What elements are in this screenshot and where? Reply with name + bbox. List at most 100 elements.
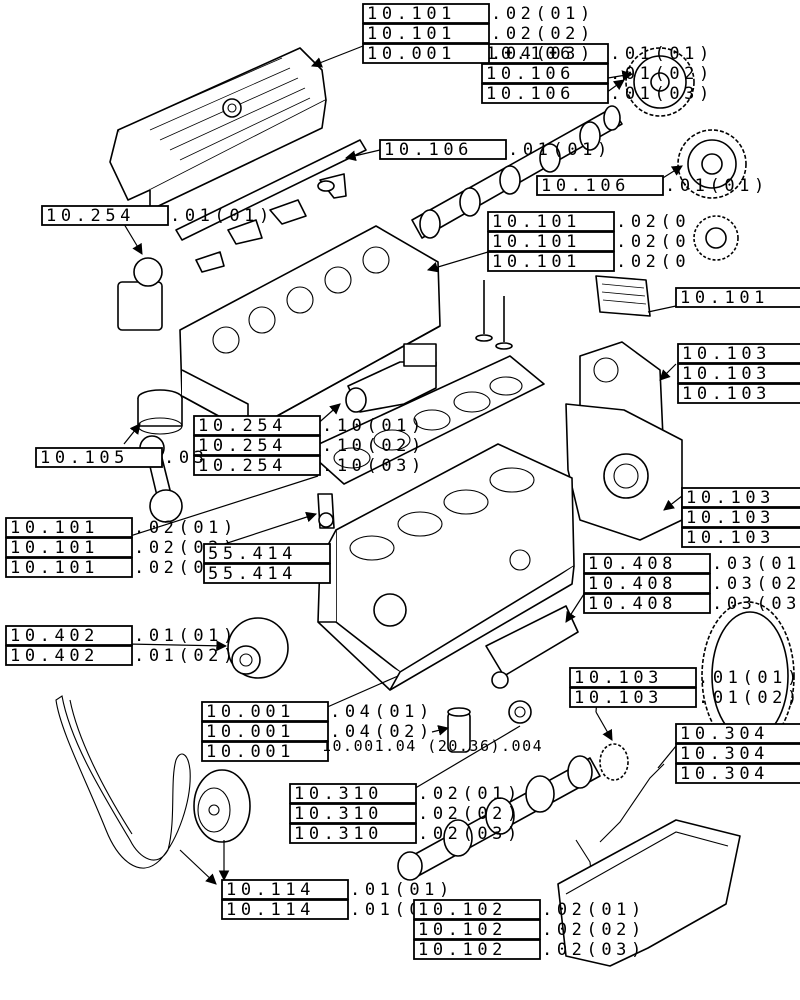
crankshaft [397, 755, 601, 881]
callout-code: 10.101 [680, 288, 769, 308]
callout-suffix: .01(01) [350, 880, 454, 900]
callout-c42: 10.310 .02(01) [289, 783, 522, 804]
callout-c24: 10.101.02(01) [5, 517, 238, 538]
callout-code: 10.101 [492, 232, 581, 252]
idler-gear [677, 129, 747, 199]
callout-c06: 10.106.01(03) [481, 83, 709, 104]
callout-suffix: .02(02) [542, 920, 646, 940]
callout-box [536, 175, 664, 196]
callout-box [362, 23, 490, 44]
cam-gear [625, 47, 695, 117]
callout-box [5, 557, 133, 578]
callout-c22: 10.103. [681, 507, 800, 528]
oil-cooler [485, 605, 579, 689]
callout-code: 10.001 [206, 702, 295, 722]
callout-box [289, 783, 417, 804]
filter-element [595, 275, 651, 317]
callout-box [675, 287, 800, 308]
callout-c45: 10.114.01(01) [221, 879, 454, 900]
callout-box [203, 543, 331, 564]
callout-box [569, 687, 697, 708]
callout-suffix: .04(02) [330, 722, 434, 742]
callout-code: 55.414 [208, 544, 297, 564]
callout-code: 10.103 [574, 668, 663, 688]
callout-suffix: .02(0 [616, 232, 690, 252]
callout-c10: 10.101.02(0 [487, 211, 686, 232]
ring-gear [701, 601, 795, 751]
callout-box [677, 383, 800, 404]
callout-c17: 10.254.10(01) [193, 415, 421, 436]
callout-suffix: .01(02) [610, 64, 714, 84]
callout-c12: 10.101.02(0 [487, 251, 686, 272]
callout-c44: 10.310.02(03) [289, 823, 517, 844]
callout-suffix: .03(03 [712, 594, 800, 614]
callout-box [677, 343, 800, 364]
callout-suffix: .02(01) [134, 518, 238, 538]
callout-box [583, 593, 711, 614]
callout-box [5, 625, 133, 646]
callout-code: 10.310 [294, 804, 383, 824]
fuel-pump [117, 257, 163, 331]
callout-c38: 10.304. [675, 763, 800, 784]
camshaft [411, 105, 623, 239]
callout-suffix: .10(03) [322, 456, 426, 476]
callout-box [362, 3, 490, 24]
callout-code: 10.254 [46, 206, 135, 226]
callout-suffix: .01(01) [698, 668, 800, 688]
callout-code: 10.001 [206, 722, 295, 742]
drive-belt [55, 695, 191, 869]
callout-suffix: .02(01) [542, 900, 646, 920]
head-gasket [305, 355, 545, 485]
callout-code: 10.254 [198, 436, 287, 456]
callout-box [5, 645, 133, 666]
callout-c29: 10.408.03(01 [583, 553, 796, 574]
callout-c31: 10.408.03(03 [583, 593, 800, 614]
callout-c37: 10.304. [675, 743, 800, 764]
callout-c19: 10.254.10(03) [193, 455, 426, 476]
callout-c39: 10.001 .04(01) [201, 701, 434, 722]
callout-box [41, 205, 169, 226]
callout-c26: 10.101.02(03) [5, 557, 233, 578]
callout-box [677, 363, 800, 384]
callout-box [289, 823, 417, 844]
callout-box [487, 211, 615, 232]
callout-code: 10.106 [486, 64, 575, 84]
callout-suffix: .02(02) [491, 24, 595, 44]
callout-code: 10.103 [686, 488, 775, 508]
callout-code: 10.310 [294, 784, 383, 804]
engine-block [317, 443, 575, 691]
small-gear [693, 215, 739, 261]
callout-code: 10.101 [367, 24, 456, 44]
valves [475, 280, 513, 350]
oil-pan [557, 819, 741, 967]
callout-c09: 10.106.01(01) [379, 139, 607, 160]
callout-suffix: .04(01) [330, 702, 434, 722]
callout-c14: 10.103. [677, 343, 800, 364]
callout-code: 10.102 [418, 920, 507, 940]
callout-c40: 10.001 .04(02) [201, 721, 434, 742]
callout-c21: 10.103. [681, 487, 800, 508]
callout-c34: 10.103 .01(01) [569, 667, 800, 688]
callout-c07: 10.106.01(01) [536, 175, 764, 196]
callout-box [221, 899, 349, 920]
callout-box [362, 43, 490, 64]
callout-code: 10.310 [294, 824, 383, 844]
crank-gear [599, 743, 629, 781]
callout-c15: 10.103. [677, 363, 800, 384]
callout-c47: 10.102.02(01) [413, 899, 646, 920]
callout-suffix: .02(01) [418, 784, 522, 804]
callout-code: 10.106 [384, 140, 473, 160]
callout-c08: 10.254.01(01) [41, 205, 269, 226]
callout-code: 10.103 [574, 688, 663, 708]
callout-code: 10.304 [680, 744, 769, 764]
callout-box [5, 537, 133, 558]
callout-c20: 10.105.03 [35, 447, 204, 468]
callout-box [201, 741, 329, 762]
callout-code: 10.408 [588, 574, 677, 594]
callout-suffix: .02(03) [542, 940, 646, 960]
callout-code: 10.001 [367, 44, 456, 64]
callout-box [569, 667, 697, 688]
callout-box [413, 899, 541, 920]
callout-code: 10.101 [10, 538, 99, 558]
callout-c02: 10.101 .02(02) [362, 23, 595, 44]
